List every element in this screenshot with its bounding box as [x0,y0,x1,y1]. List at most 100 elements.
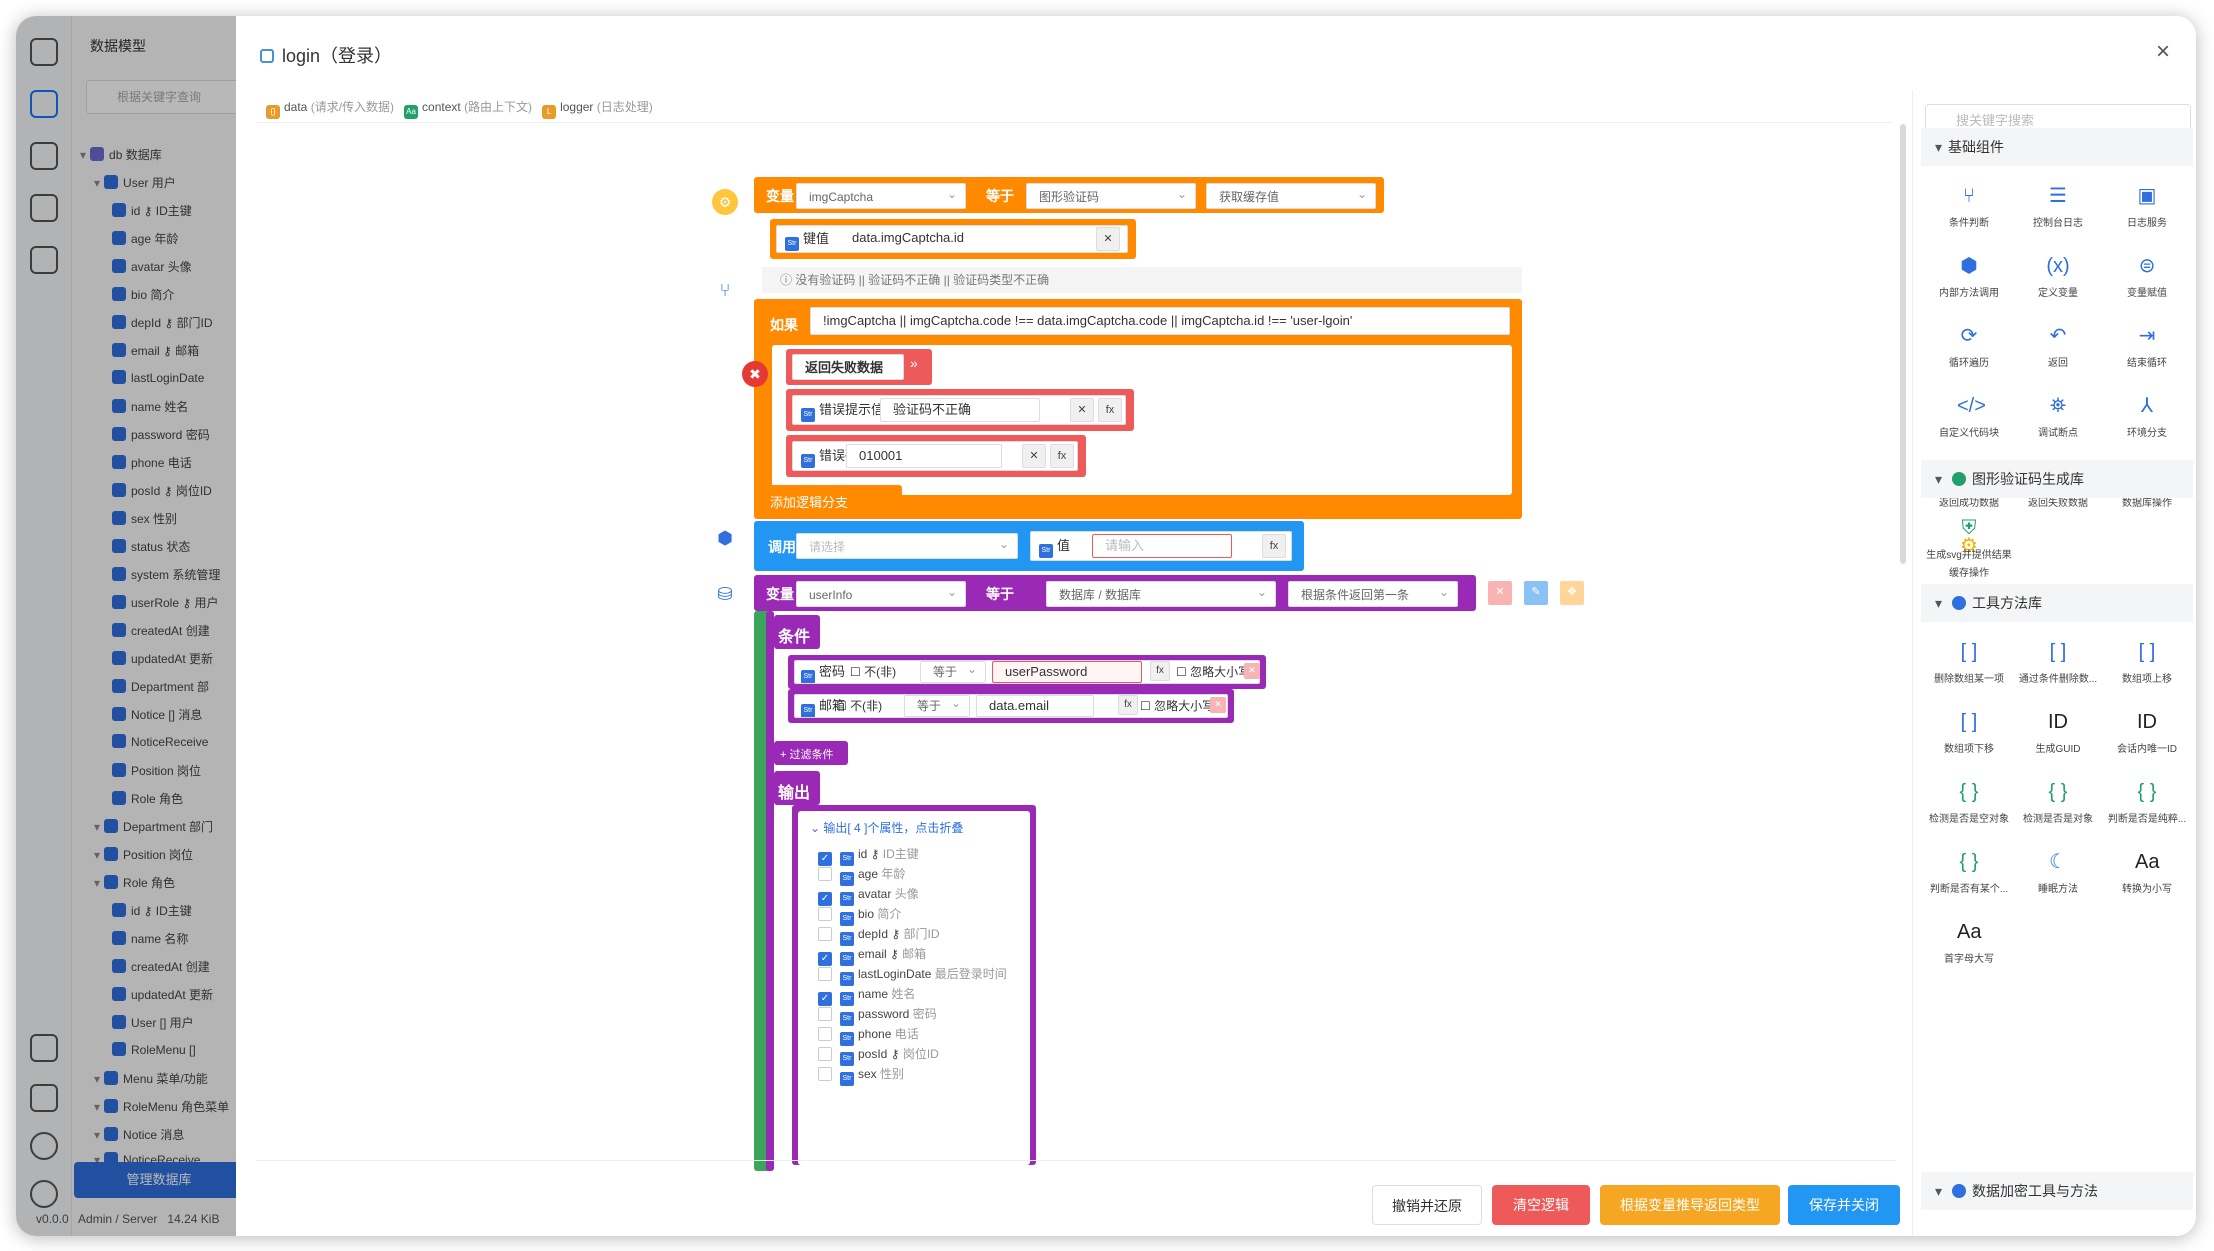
tool-item[interactable]: [ ]数组项上移 [2103,640,2191,685]
call-value-input[interactable]: 请输入 [1092,534,1232,558]
output-checkbox[interactable] [818,1047,832,1061]
tool-item[interactable]: </>自定义代码块 [1925,394,2013,439]
fx-icon[interactable]: fx [1050,444,1074,468]
key-value-input[interactable]: data.imgCaptcha.id [840,227,1040,251]
output-checkbox[interactable] [818,1067,832,1081]
gear-icon[interactable] [30,1180,58,1208]
delete-icon[interactable]: ✕ [1488,581,1512,605]
tool-item[interactable]: ☾睡眠方法 [2014,850,2102,895]
edit-icon[interactable]: ✎ [1524,581,1548,605]
chevron-down-icon[interactable]: ▾ [1935,471,1943,487]
tree-item[interactable]: createdAt 创建 [112,622,210,639]
tree-item[interactable]: name 名称 [112,930,188,947]
toolbox-section-0[interactable]: ▾基础组件 [1921,128,2193,166]
home-icon[interactable] [30,1084,58,1112]
tool-item[interactable]: ▣日志服务 [2103,184,2191,229]
msg-value-input[interactable]: 验证码不正确 [880,398,1040,422]
output-checkbox[interactable] [818,1007,832,1021]
tree-item[interactable]: Role 角色 [112,790,183,807]
tree-item[interactable]: ▾Notice 消息 [94,1126,184,1143]
toolbox-section-2[interactable]: ▾工具方法库 [1921,584,2193,622]
tool-item[interactable]: ⅄环境分支 [2103,394,2191,439]
tree-item[interactable]: createdAt 创建 [112,958,210,975]
operator-select[interactable]: 等于 [904,693,970,717]
tool-item[interactable]: ↶返回 [2014,324,2102,369]
output-checkbox[interactable] [818,927,832,941]
tool-item[interactable]: ⇥结束循环 [2103,324,2191,369]
tree-item[interactable]: email ⚷ 邮箱 [112,342,199,359]
ignore-case-checkbox[interactable]: ☐ 忽略大小写 [1176,665,1251,679]
tree-item[interactable]: ▾RoleMenu 角色菜单 [94,1098,229,1115]
infer-return-type-button[interactable]: 根据变量推导返回类型 [1600,1185,1780,1225]
delete-icon[interactable]: ✕ [1244,663,1260,679]
tree-item[interactable]: status 状态 [112,538,190,555]
clear-logic-button[interactable]: 清空逻辑 [1492,1185,1590,1225]
chevron-down-icon[interactable]: ▾ [94,820,101,834]
run-icon[interactable] [30,142,58,170]
tree-item[interactable]: Position 岗位 [112,762,201,779]
tool-item[interactable]: ⟳循环遍历 [1925,324,2013,369]
source-select[interactable]: 数据库 / 数据库 [1046,579,1276,607]
tool-item[interactable]: { }判断是否是纯粹... [2103,780,2191,825]
variable-name-input[interactable]: imgCaptcha [796,181,966,209]
tree-search-input[interactable]: 根据关键字查询 [86,80,256,114]
tree-item[interactable]: avatar 头像 [112,258,192,275]
tree-item[interactable]: bio 简介 [112,286,174,303]
delete-icon[interactable]: ✕ [1210,697,1226,713]
operator-select[interactable]: 等于 [920,659,986,683]
comment-line[interactable]: ⓘ 没有验证码 || 验证码不正确 || 验证码类型不正确 [762,267,1522,293]
fx-icon[interactable]: fx [1098,398,1122,422]
tree-item[interactable]: updatedAt 更新 [112,650,213,667]
chevron-down-icon[interactable]: ▾ [94,876,101,890]
output-checkbox[interactable]: ✓ [818,892,832,906]
tool-item[interactable]: ⛨生成svg并提供结果 [1925,516,2013,561]
manage-database-button[interactable]: 管理数据库 [74,1162,244,1198]
tree-item[interactable]: age 年龄 [112,230,178,247]
chevron-down-icon[interactable]: ▾ [94,1072,101,1086]
output-checkbox[interactable]: ✓ [818,852,832,866]
clear-icon[interactable]: ✕ [1096,227,1120,251]
chevron-down-icon[interactable]: ▾ [94,176,101,190]
close-icon[interactable]: × [2155,38,2170,65]
source-select[interactable]: 图形验证码 [1026,181,1196,209]
tree-item[interactable]: ▾Role 角色 [94,874,175,891]
move-icon[interactable]: ✥ [1560,581,1584,605]
tool-item[interactable]: ⑂条件判断 [1925,184,2013,229]
output-summary[interactable]: ⌄ 输出[ 4 ]个属性，点击折叠 [810,821,964,835]
chevron-down-icon[interactable]: ▾ [94,1128,101,1142]
book-icon[interactable] [30,1034,58,1062]
output-checkbox[interactable] [818,1027,832,1041]
modal-overlay[interactable] [16,16,236,1236]
database-icon[interactable] [30,90,58,118]
tool-item[interactable]: { }检测是否是对象 [2014,780,2102,825]
tool-item[interactable]: [ ]数组项下移 [1925,710,2013,755]
not-checkbox[interactable]: ☐ 不(非) [850,665,897,679]
clear-icon[interactable]: ✕ [1022,444,1046,468]
ignore-case-checkbox[interactable]: ☐ 忽略大小写 [1140,699,1215,713]
variable-name-input[interactable]: userInfo [796,579,966,607]
toolbox-section-1[interactable]: ▾图形验证码生成库 [1921,460,2193,498]
chevron-down-icon[interactable]: ▾ [94,1153,101,1167]
tree-item[interactable]: posId ⚷ 岗位ID [112,482,212,499]
tool-item[interactable]: ⬢内部方法调用 [1925,254,2013,299]
revert-button[interactable]: 撤销并还原 [1372,1185,1482,1225]
not-checkbox[interactable]: ☐ 不(非) [836,699,883,713]
chevron-down-icon[interactable]: ▾ [1935,1183,1943,1199]
tree-item[interactable]: Notice [] 消息 [112,706,202,723]
tree-item[interactable]: sex 性别 [112,510,177,527]
tree-item[interactable]: User [] 用户 [112,1014,194,1031]
method-select[interactable]: 获取缓存值 [1206,181,1376,209]
tree-item[interactable]: NoticeReceive [112,734,208,749]
